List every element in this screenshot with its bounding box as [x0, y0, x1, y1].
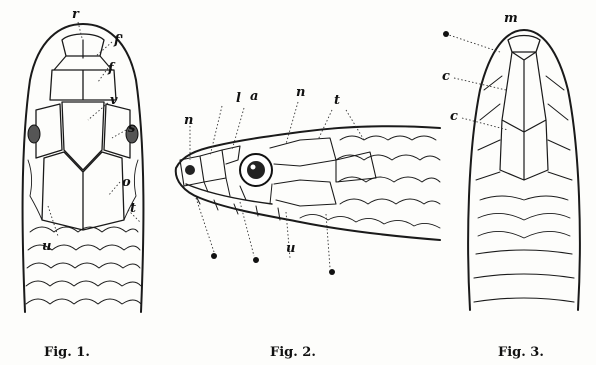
fig2-label-a: a	[250, 89, 258, 104]
fig2-drawing	[176, 102, 440, 275]
fig2-eye-highlight	[251, 165, 256, 170]
fig1-drawing	[23, 22, 144, 312]
fig3-chin-shields	[500, 52, 548, 180]
fig3-label-c-upper: c	[442, 69, 450, 84]
fig1-label-r: r	[72, 7, 80, 22]
fig2-marker-2	[253, 257, 259, 263]
fig1-caption: Fig. 1.	[44, 345, 90, 360]
fig2-label-n-nostril: n	[184, 113, 193, 128]
fig2-label-u: u	[286, 241, 295, 256]
fig3-gulars	[478, 196, 570, 238]
fig1-head-outline	[23, 24, 144, 312]
fig3-drawing	[443, 30, 580, 310]
fig3-caption: Fig. 3.	[498, 345, 544, 360]
fig1-label-v: v	[110, 93, 118, 108]
fig2-body-scales	[300, 136, 440, 228]
fig3-marker	[443, 31, 449, 37]
fig1-label-f-prime: f'	[113, 33, 124, 48]
fig3-label-c-lower: c	[450, 109, 458, 124]
fig1-label-o: o	[122, 175, 131, 190]
fig2-label-t: t	[334, 93, 340, 108]
fig1-supraoculars	[36, 104, 130, 158]
fig2-marker-1	[211, 253, 217, 259]
fig2-head-outline	[176, 126, 440, 240]
fig1-leaders	[48, 22, 140, 236]
fig2-pupil	[247, 161, 265, 179]
fig1-eye-left	[28, 125, 40, 143]
fig2-label-n: n	[296, 85, 305, 100]
fig3-mental-plate	[508, 36, 540, 53]
fig1-label-u: u	[42, 239, 51, 254]
fig2-caption: Fig. 2.	[270, 345, 316, 360]
fig2-label-l: l	[236, 91, 241, 106]
fig1-frontal	[62, 102, 104, 170]
fig1-label-s: s	[128, 121, 136, 136]
fig2-leaders	[190, 102, 364, 268]
fig3-label-m: m	[504, 11, 518, 26]
fig3-ventrals	[474, 250, 574, 302]
fig2-nostril	[185, 165, 195, 175]
fig1-prefrontals	[50, 70, 116, 100]
fig2-marker-3	[329, 269, 335, 275]
fig1-label-t: t	[130, 201, 136, 216]
